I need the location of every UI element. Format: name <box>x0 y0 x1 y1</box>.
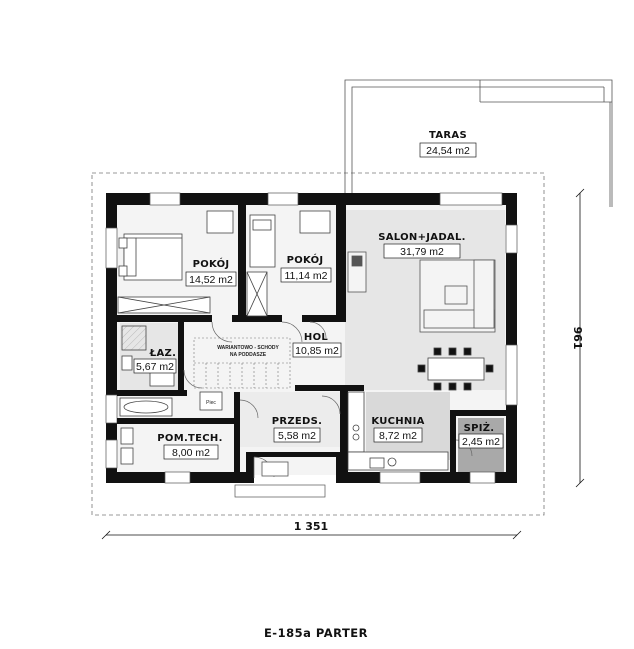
pokoj2-area: 11,14 m2 <box>285 270 328 282</box>
width-dimension-label: 1 351 <box>294 520 328 533</box>
spiz-area-box <box>458 433 504 449</box>
inner-walls <box>117 205 506 480</box>
przeds-area-box <box>273 427 321 443</box>
depth-dimension <box>575 188 585 488</box>
hol-area: 10,85 m2 <box>295 345 339 357</box>
spiz-area: 2,45 m2 <box>462 436 500 448</box>
width-dimension <box>101 530 522 540</box>
furniture-room2 <box>246 210 331 317</box>
salon-name: SALON+JADAL. <box>378 232 465 243</box>
salon-area: 31,79 m2 <box>400 246 444 258</box>
pomtech-area: 8,00 m2 <box>172 447 210 459</box>
windows <box>105 192 518 498</box>
hol-area-box <box>292 342 342 358</box>
lazienka-area-box <box>133 358 177 374</box>
pomtech-name: POM.TECH. <box>157 433 222 444</box>
lazienka-name: ŁAZ. <box>149 348 176 359</box>
terrace <box>344 79 613 207</box>
hol-name: HOL <box>304 332 328 343</box>
taras-area: 24,54 m2 <box>426 145 470 157</box>
taras-name: TARAS <box>429 130 467 141</box>
spiz-name: SPIŻ. <box>464 420 495 434</box>
furniture-room1 <box>117 210 234 314</box>
kuchnia-area: 8,72 m2 <box>379 430 417 442</box>
pokoj1-name: POKÓJ <box>193 257 230 270</box>
dining-table <box>417 347 494 391</box>
stairs-note-2: NA PODDASZE <box>230 352 267 358</box>
entrance <box>261 461 289 477</box>
plan-title: E-185a PARTER <box>264 626 368 640</box>
pokoj1-area: 14,52 m2 <box>189 274 233 286</box>
kitchen-counter <box>347 391 449 471</box>
pokoj1-area-box <box>185 271 237 287</box>
kitchen-floor <box>366 392 450 460</box>
stairs-note-1: WARIANTOWO - SCHODY <box>217 345 279 351</box>
przeds-area: 5,58 m2 <box>278 430 316 442</box>
pokoj2-area-box <box>280 267 332 283</box>
taras-area-box <box>419 142 477 158</box>
door-swings <box>183 321 473 478</box>
salon-area-box <box>383 243 461 259</box>
stairs <box>193 337 291 389</box>
roof-outline <box>91 172 545 516</box>
kuchnia-name: KUCHNIA <box>371 416 424 427</box>
kuchnia-area-box <box>373 427 423 443</box>
pomtech-area-box <box>163 444 219 460</box>
boiler-label: Piec <box>206 400 216 406</box>
depth-dimension-label: 961 <box>571 327 584 350</box>
furniture-salon <box>347 251 496 333</box>
przeds-name: PRZEDS. <box>272 416 323 427</box>
pokoj2-name: POKÓJ <box>287 253 324 266</box>
lazienka-area: 5,67 m2 <box>136 361 174 373</box>
